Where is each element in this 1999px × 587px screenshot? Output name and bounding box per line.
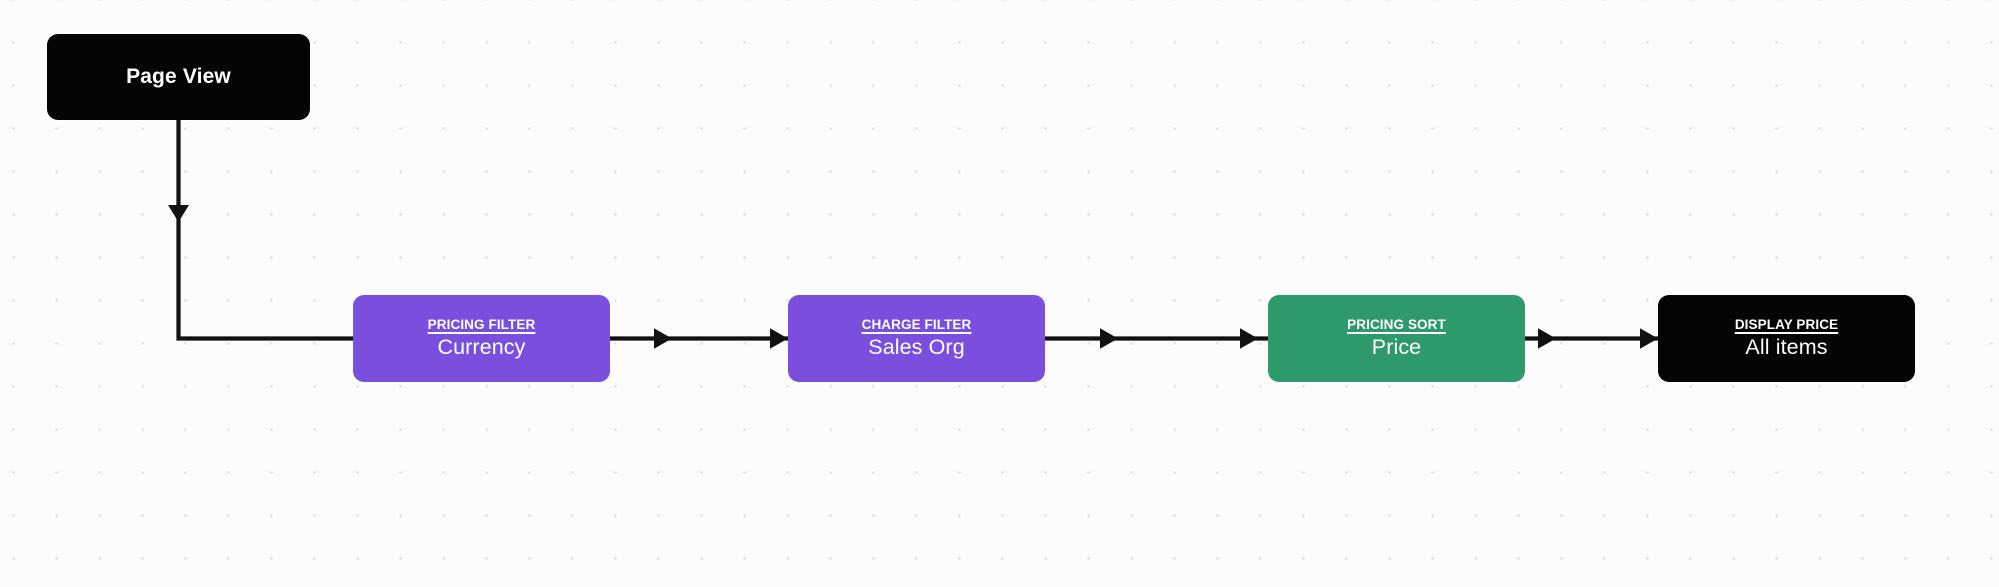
edge-pricing-filter-to-charge-filter — [610, 328, 788, 349]
node-pricing-filter[interactable]: PRICING FILTER Currency — [353, 295, 610, 382]
node-pricing-sort-value: Price — [1371, 335, 1422, 360]
node-display-price-kicker: DISPLAY PRICE — [1734, 316, 1839, 332]
node-pricing-filter-value: Currency — [437, 335, 526, 360]
node-charge-filter-kicker: CHARGE FILTER — [861, 316, 972, 332]
node-display-price-value: All items — [1745, 335, 1828, 360]
edge-page-view-to-pricing-filter — [168, 120, 353, 341]
node-display-price[interactable]: DISPLAY PRICE All items — [1658, 295, 1915, 382]
node-pricing-filter-kicker: PRICING FILTER — [427, 316, 536, 332]
node-charge-filter-value: Sales Org — [868, 335, 965, 360]
node-charge-filter[interactable]: CHARGE FILTER Sales Org — [788, 295, 1045, 382]
edge-charge-filter-to-pricing-sort — [1045, 328, 1268, 349]
node-pricing-sort[interactable]: PRICING SORT Price — [1268, 295, 1525, 382]
node-page-view[interactable]: Page View — [47, 34, 310, 120]
node-pricing-sort-kicker: PRICING SORT — [1347, 316, 1446, 332]
node-page-view-label: Page View — [126, 64, 231, 88]
edge-pricing-sort-to-display-price — [1525, 328, 1658, 349]
